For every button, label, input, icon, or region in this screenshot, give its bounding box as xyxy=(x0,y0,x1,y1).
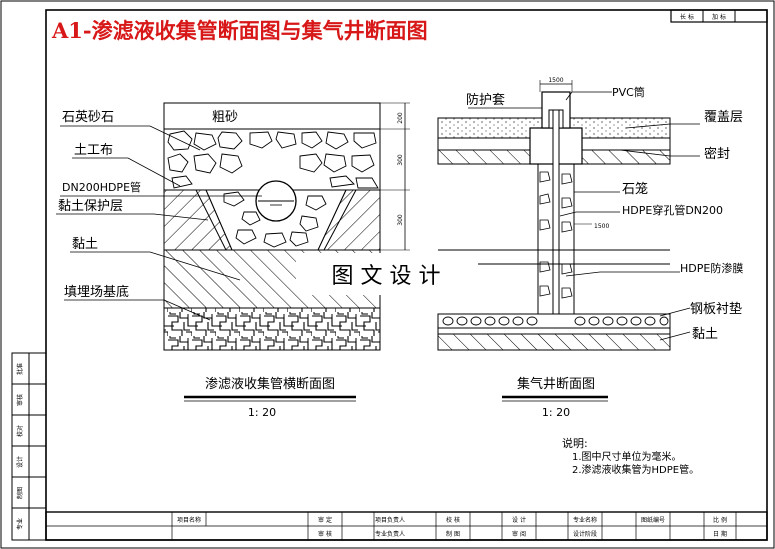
tb-project-lead: 项目负责人 xyxy=(375,516,405,524)
dim-1500-mid: 1500 xyxy=(594,223,609,230)
label-steel-liner: 钢板衬垫 xyxy=(690,301,742,317)
strip-label-3: 校对 xyxy=(16,425,24,437)
label-landfill-base: 填埋场基底 xyxy=(64,284,129,300)
label-geotextile: 土工布 xyxy=(74,143,113,158)
label-membrane: HDPE防渗膜 xyxy=(680,261,743,275)
tb-discipline: 专业名称 xyxy=(573,516,597,524)
dim-1500-top: 1500 xyxy=(548,77,563,84)
tb-project-name: 项目名称 xyxy=(177,516,201,524)
tb-read: 审 阅 xyxy=(512,530,526,538)
scale-right: 1: 20 xyxy=(542,406,570,419)
title-block: 项目名称 审 定 项目负责人 校 核 设 计 专业名称 图纸编号 比 例 审 核… xyxy=(45,511,768,541)
note-2: 2.渗滤液收集管为HDPE管。 xyxy=(572,463,699,476)
strip-label-2: 审核 xyxy=(16,394,24,406)
strip-label-5: 制图 xyxy=(16,487,24,499)
tb-discipline-lead: 专业负责人 xyxy=(375,530,405,538)
gas-well-section: 1500 1500 防护套 PVC筒 覆盖层 密封 石笼 HDPE穿孔管DN20… xyxy=(437,77,743,419)
tb-drawing-no: 图纸编号 xyxy=(641,516,665,524)
notes-heading: 说明: xyxy=(562,436,588,450)
label-seal: 密封 xyxy=(704,146,730,162)
dim-200: 200 xyxy=(397,112,404,124)
label-coarse-sand: 粗砂 xyxy=(212,110,238,125)
label-clay-left: 黏土 xyxy=(72,236,98,252)
watermark: 图 文 设 计 xyxy=(296,253,478,295)
dim-300-b: 300 xyxy=(397,214,404,226)
tb-check: 校 核 xyxy=(446,516,460,524)
label-gabion: 石笼 xyxy=(622,181,648,197)
dim-300-a: 300 xyxy=(397,154,404,166)
sheet-title: A1-渗滤液收集管断面图与集气井断面图 xyxy=(51,18,428,43)
label-pipe: DN200HDPE管 xyxy=(62,180,141,194)
gravel-stones xyxy=(167,130,379,189)
tb-design: 设 计 xyxy=(512,516,526,524)
caption-right: 集气井断面图 xyxy=(517,376,595,392)
scale-left: 1: 20 xyxy=(248,406,276,419)
strip-label-1: 批准 xyxy=(16,363,24,375)
label-clay-protection: 黏土保护层 xyxy=(58,198,123,214)
strip-label-6: 专业 xyxy=(16,518,24,530)
label-cover-layer: 覆盖层 xyxy=(704,110,743,125)
tb-draft: 制 图 xyxy=(446,530,460,538)
tb-date: 日 期 xyxy=(713,530,727,538)
tb-scale: 比 例 xyxy=(713,516,727,524)
label-clay-right: 黏土 xyxy=(692,326,718,342)
strip-label-4: 设计 xyxy=(16,456,24,468)
label-perforated-pipe: HDPE穿孔管DN200 xyxy=(622,203,723,217)
tb-stage: 设计阶段 xyxy=(573,530,597,538)
note-1: 1.图中尺寸单位为毫米。 xyxy=(572,450,682,463)
label-quartz-gravel: 石英砂石 xyxy=(62,110,114,125)
caption-left: 渗滤液收集管横断面图 xyxy=(205,376,335,392)
left-strip: 批准 审核 校对 设计 制图 专业 xyxy=(11,352,47,541)
corner-label-1: 长 标 xyxy=(680,13,694,21)
watermark-text: 图 文 设 计 xyxy=(332,264,441,289)
label-pvc-cylinder: PVC筒 xyxy=(612,85,645,99)
corner-label-2: 加 标 xyxy=(712,13,726,21)
notes: 说明: 1.图中尺寸单位为毫米。 2.渗滤液收集管为HDPE管。 xyxy=(562,436,699,476)
tb-approve: 审 定 xyxy=(318,516,332,524)
label-protective-sleeve: 防护套 xyxy=(466,92,505,108)
tb-review: 审 核 xyxy=(318,530,332,538)
corner-block: 长 标 加 标 xyxy=(670,9,768,23)
